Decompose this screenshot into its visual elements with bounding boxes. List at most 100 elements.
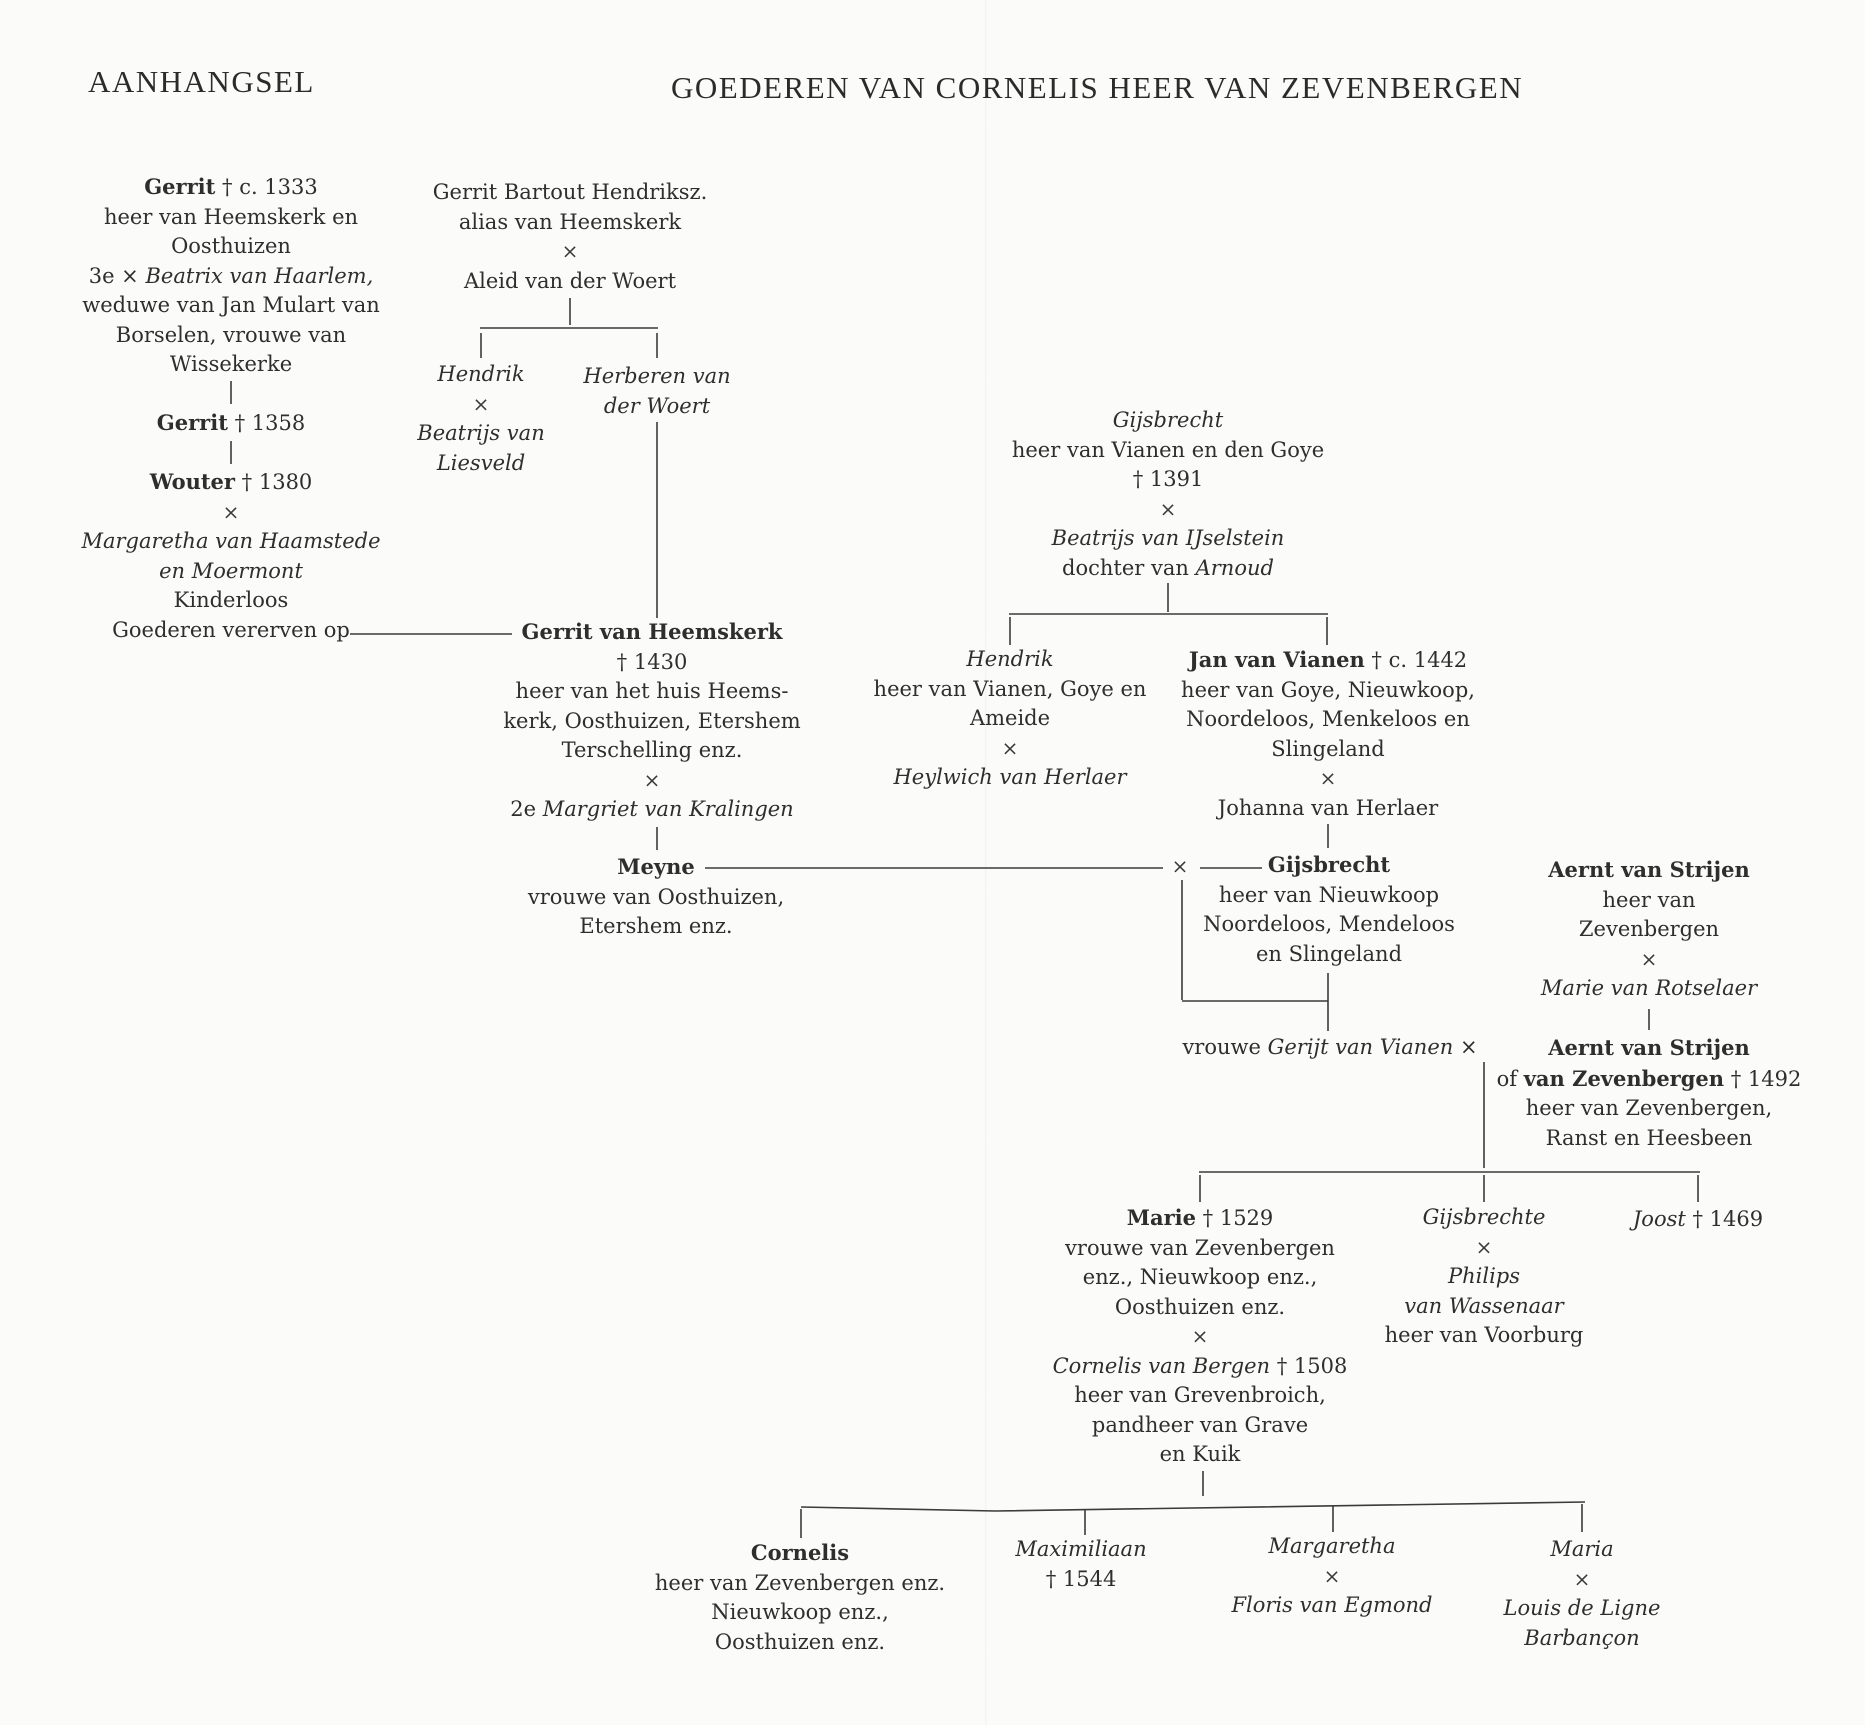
- marriage-mark: ×: [222, 499, 240, 524]
- node-line: en Slingeland: [1203, 940, 1455, 970]
- node-line: en Kuik: [1053, 1440, 1348, 1470]
- node-text: Kinderloos: [173, 588, 289, 612]
- node-text: Margaretha: [1268, 1534, 1396, 1558]
- node-line: ×: [1012, 495, 1324, 525]
- node-text: Joost: [1632, 1207, 1686, 1231]
- node-line: Joost † 1469: [1633, 1205, 1763, 1235]
- node-line: Nieuwkoop enz.,: [655, 1598, 945, 1628]
- person-gerrit-bartout: Gerrit Bartout Hendriksz.alias van Heems…: [433, 178, 708, 296]
- node-text: Aernt van Strijen: [1548, 857, 1750, 882]
- node-line: heer van Zevenbergen enz.: [655, 1569, 945, 1599]
- node-line: Maximiliaan: [1015, 1535, 1146, 1565]
- node-line: Ranst en Heesbeen: [1497, 1124, 1802, 1154]
- node-line: weduwe van Jan Mulart van: [82, 291, 380, 321]
- node-line: 3e × Beatrix van Haarlem,: [82, 262, 380, 292]
- node-text: 2e: [510, 797, 543, 821]
- node-line: Margaretha van Haamstede: [81, 527, 380, 557]
- node-line: Beatrijs van IJselstein: [1012, 524, 1324, 554]
- node-text: kerk, Oosthuizen, Etershem: [503, 708, 801, 733]
- node-line: en Moermont: [81, 557, 380, 587]
- node-text: Gerijt van Vianen: [1267, 1035, 1454, 1059]
- person-gerijt-van-vianen: vrouwe Gerijt van Vianen ×: [1182, 1033, 1477, 1063]
- node-line: enz., Nieuwkoop enz.,: [1053, 1263, 1348, 1293]
- node-text: heer van Grevenbroich,: [1074, 1383, 1326, 1407]
- page-title: GOEDEREN VAN CORNELIS HEER VAN ZEVENBERG…: [671, 70, 1524, 105]
- person-joost: Joost † 1469: [1633, 1205, 1763, 1235]
- node-text: pandheer van Grave: [1091, 1412, 1309, 1437]
- node-text: Wissekerke: [169, 352, 293, 376]
- node-line: van Wassenaar: [1385, 1292, 1584, 1322]
- node-line: Margaretha: [1231, 1532, 1432, 1562]
- node-text: heer van Voorburg: [1384, 1323, 1584, 1347]
- node-line: of van Zevenbergen † 1492: [1497, 1064, 1802, 1095]
- node-line: heer van: [1541, 886, 1757, 916]
- marriage-mark: ×: [1001, 735, 1019, 760]
- node-text: Oosthuizen enz.: [1114, 1294, 1286, 1319]
- node-text: Johanna van Herlaer: [1217, 795, 1439, 820]
- node-text: van Zevenbergen: [1523, 1065, 1725, 1091]
- node-text: Marie van Rotselaer: [1540, 976, 1758, 1000]
- node-line: Zevenbergen: [1541, 915, 1757, 945]
- node-text: † 1508: [1270, 1353, 1348, 1378]
- node-text: Marie: [1126, 1205, 1196, 1230]
- node-line: ×: [417, 390, 544, 420]
- node-line: † 1430: [503, 648, 800, 678]
- node-line: Louis de Ligne: [1504, 1594, 1661, 1624]
- node-line: Maria: [1504, 1535, 1661, 1565]
- node-text: Beatrijs van: [417, 421, 545, 445]
- node-line: Hendrik: [417, 360, 544, 390]
- node-text: vrouwe van Oosthuizen,: [527, 884, 785, 909]
- node-text: heer van Goye, Nieuwkoop,: [1181, 677, 1475, 702]
- node-line: heer van Nieuwkoop: [1203, 881, 1455, 911]
- node-text: † 1358: [227, 411, 306, 435]
- marriage-mark: ×: [1640, 946, 1658, 971]
- person-cornelis: Cornelis heer van Zevenbergen enz.Nieuwko…: [655, 1538, 945, 1657]
- node-line: Liesveld: [417, 449, 544, 479]
- node-text: Terschelling enz.: [561, 738, 743, 762]
- node-line: ×: [503, 766, 800, 796]
- node-line: dochter van Arnoud: [1012, 554, 1324, 584]
- node-text: heer van Vianen en den Goye: [1011, 437, 1325, 462]
- sibling-bar: [800, 1501, 1586, 1512]
- page-fold: [985, 0, 987, 1725]
- node-line: Cornelis: [655, 1538, 945, 1569]
- node-line: heer van het huis Heems-: [503, 677, 800, 707]
- node-text: heer van Zevenbergen,: [1525, 1096, 1773, 1120]
- marriage-mark: ×: [1191, 1324, 1209, 1348]
- node-line: Floris van Egmond: [1231, 1591, 1432, 1621]
- node-text: † c. 1442: [1364, 648, 1468, 672]
- node-line: Slingeland: [1181, 735, 1475, 765]
- node-text: Cornelis: [750, 1540, 850, 1565]
- node-line: Goederen vererven op: [81, 616, 380, 646]
- node-line: Oosthuizen enz.: [1053, 1293, 1348, 1323]
- node-text: Gijsbrecht: [1112, 408, 1224, 432]
- node-line: heer van Goye, Nieuwkoop,: [1181, 676, 1475, 706]
- node-text: vrouwe: [1182, 1035, 1268, 1059]
- node-line: vrouwe van Oosthuizen,: [528, 883, 784, 913]
- node-line: Gijsbrecht: [1203, 850, 1455, 881]
- node-line: ×: [1385, 1233, 1584, 1263]
- node-line: ×: [1181, 764, 1475, 794]
- node-text: en Moermont: [159, 558, 303, 583]
- node-text: Floris van Egmond: [1231, 1593, 1433, 1617]
- node-text: Liesveld: [436, 450, 526, 475]
- marriage-mark: ×: [1573, 1566, 1591, 1591]
- node-line: Marie † 1529: [1053, 1203, 1348, 1234]
- marriage-mark: ×: [561, 239, 579, 263]
- node-text: Maximiliaan: [1015, 1537, 1147, 1561]
- marriage-mark: ×: [643, 767, 661, 792]
- node-line: Gerrit van Heemskerk: [503, 617, 800, 648]
- node-line: † 1544: [1015, 1565, 1146, 1595]
- node-line: Gijsbrechte: [1385, 1203, 1584, 1233]
- person-jan-vianen: Jan van Vianen † c. 1442 heer van Goye, N…: [1181, 645, 1475, 823]
- node-text: 3e ×: [88, 263, 146, 288]
- node-line: Barbançon: [1504, 1624, 1661, 1654]
- node-text: Jan van Vianen: [1188, 647, 1365, 672]
